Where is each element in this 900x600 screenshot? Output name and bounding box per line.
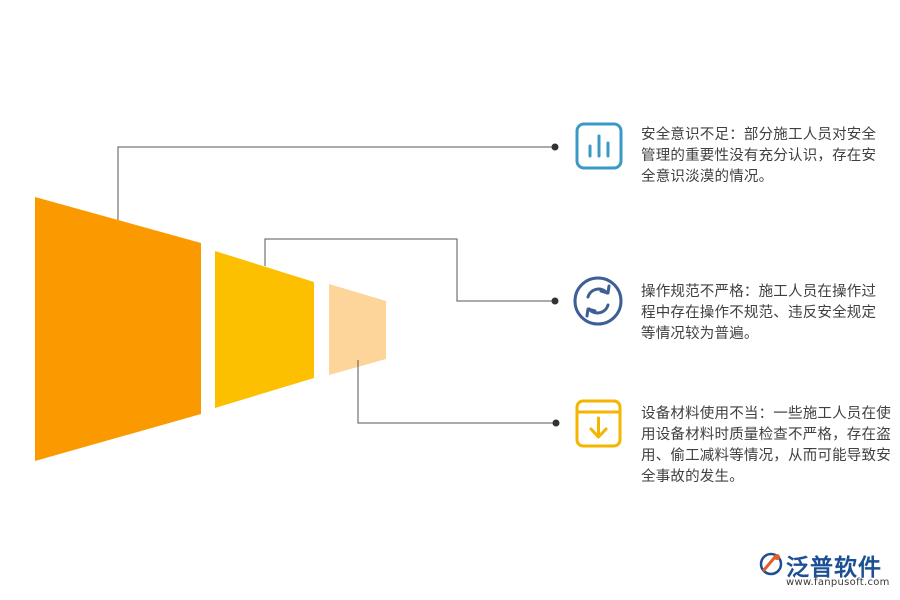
connector-line-1: [117, 146, 555, 220]
funnel-segment-2: [215, 251, 314, 408]
funnel-segment-1: [35, 197, 201, 461]
connector-dot-2: [551, 297, 559, 305]
connector-line-2: [264, 238, 555, 302]
download-box-icon: [575, 399, 622, 448]
brand-logo: 泛普软件 www.fanpusoft.com: [758, 548, 890, 594]
bar-chart-icon: [575, 122, 623, 170]
item-3-text: 设备材料使用不当：一些施工人员在使用设备材料时质量检查不严格，存在盗用、偷工减料…: [641, 406, 891, 485]
logo-name: 泛普软件: [786, 555, 882, 581]
refresh-icon: [573, 276, 623, 326]
funnel-segment-3: [329, 284, 386, 375]
item-1-text: 安全意识不足：部分施工人员对安全管理的重要性没有充分认识，存在安全意识淡漠的情况…: [641, 127, 877, 185]
logo-mark-icon: [759, 552, 783, 576]
connector-dot-1: [551, 143, 559, 151]
logo-url: www.fanpusoft.com: [786, 577, 890, 588]
connector-line-3: [357, 360, 556, 424]
connector-dot-3: [552, 419, 560, 427]
item-2-text: 操作规范不严格：施工人员在操作过程中存在操作不规范、违反安全规定等情况较为普遍。: [641, 284, 877, 342]
